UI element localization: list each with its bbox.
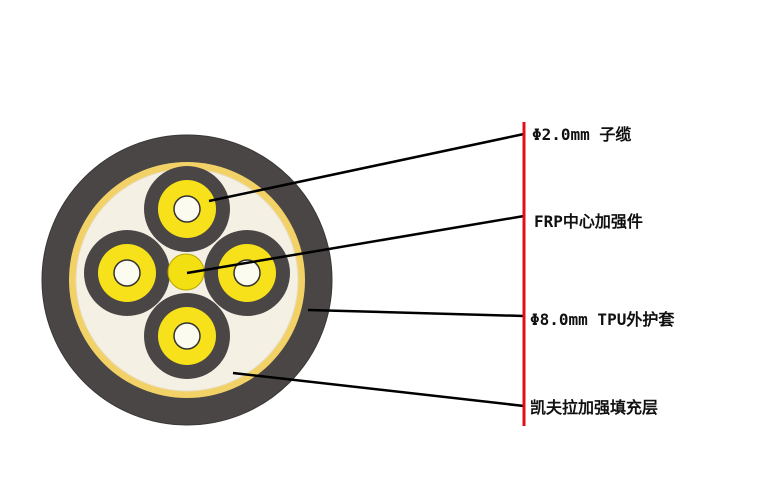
label-subcable: Φ2.0mm 子缆 [532,125,632,144]
subcable-top [144,166,230,252]
leader-line-aramid [232,371,525,408]
label-tpu-jacket: Φ8.0mm TPU外护套 [530,310,675,329]
leader-line-subcable [208,132,525,203]
subcable-right [204,230,290,316]
frp-core [167,253,205,291]
label-aramid-filler: 凯夫拉加强填充层 [530,398,659,417]
leader-line-jacket [307,308,525,318]
leader-line-frp [186,214,525,275]
subcable-left [84,230,170,316]
label-frp-strength-member: FRP中心加强件 [534,212,643,231]
subcable-bottom [144,293,230,379]
